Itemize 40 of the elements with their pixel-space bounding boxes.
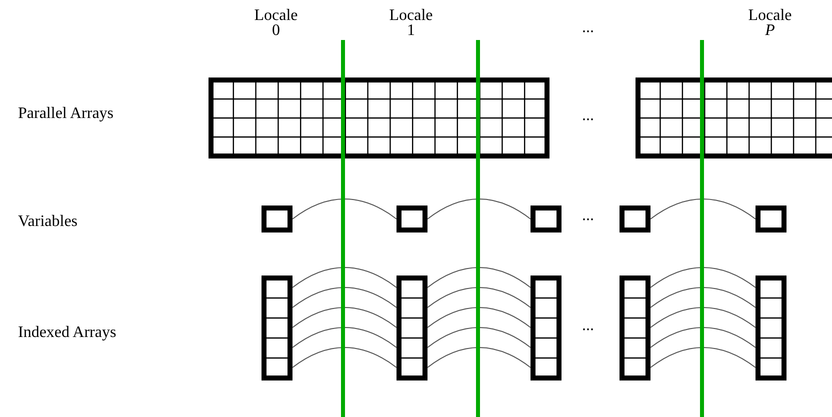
variable-square bbox=[756, 206, 786, 232]
arc-connector bbox=[427, 267, 531, 288]
variable-square bbox=[530, 206, 562, 232]
arc-connector bbox=[650, 327, 756, 348]
locale-label: Locale 0 bbox=[253, 8, 299, 38]
ellipsis: ... bbox=[582, 20, 594, 35]
locale-label: Locale 1 bbox=[388, 8, 434, 38]
arc-connector bbox=[292, 307, 397, 328]
arc-connector bbox=[427, 307, 531, 328]
ellipsis: ... bbox=[582, 108, 594, 123]
indexed-array-drawing bbox=[620, 276, 650, 380]
indexed-array-drawing bbox=[396, 276, 428, 380]
arc-connector bbox=[427, 327, 531, 348]
row-label: Variables bbox=[18, 214, 78, 229]
variable-square bbox=[262, 206, 292, 232]
indexed-array-drawing bbox=[756, 276, 786, 380]
variable-square bbox=[620, 206, 650, 232]
row-label: Indexed Arrays bbox=[18, 325, 116, 340]
arc-connector bbox=[427, 198, 531, 220]
parallel-array-drawing bbox=[208, 78, 550, 158]
arc-connector bbox=[292, 347, 397, 368]
arc-connector bbox=[292, 267, 397, 288]
indexed-array-drawing bbox=[262, 276, 292, 380]
ellipsis: ... bbox=[582, 208, 594, 223]
row-label: Parallel Arrays bbox=[18, 106, 114, 121]
arc-connector bbox=[650, 307, 756, 328]
arc-connector bbox=[650, 287, 756, 308]
ellipsis: ... bbox=[582, 318, 594, 333]
arc-connector bbox=[427, 287, 531, 308]
arc-connector bbox=[650, 198, 756, 220]
arc-connector bbox=[292, 198, 397, 220]
parallel-array-drawing bbox=[636, 78, 832, 158]
arc-connector bbox=[292, 287, 397, 308]
arc-connector bbox=[650, 347, 756, 368]
arc-connector bbox=[427, 347, 531, 368]
variable-square bbox=[396, 206, 428, 232]
arc-connector bbox=[650, 267, 756, 288]
locale-label: Locale P bbox=[747, 8, 793, 38]
indexed-array-drawing bbox=[530, 276, 562, 380]
arc-connector bbox=[292, 327, 397, 348]
